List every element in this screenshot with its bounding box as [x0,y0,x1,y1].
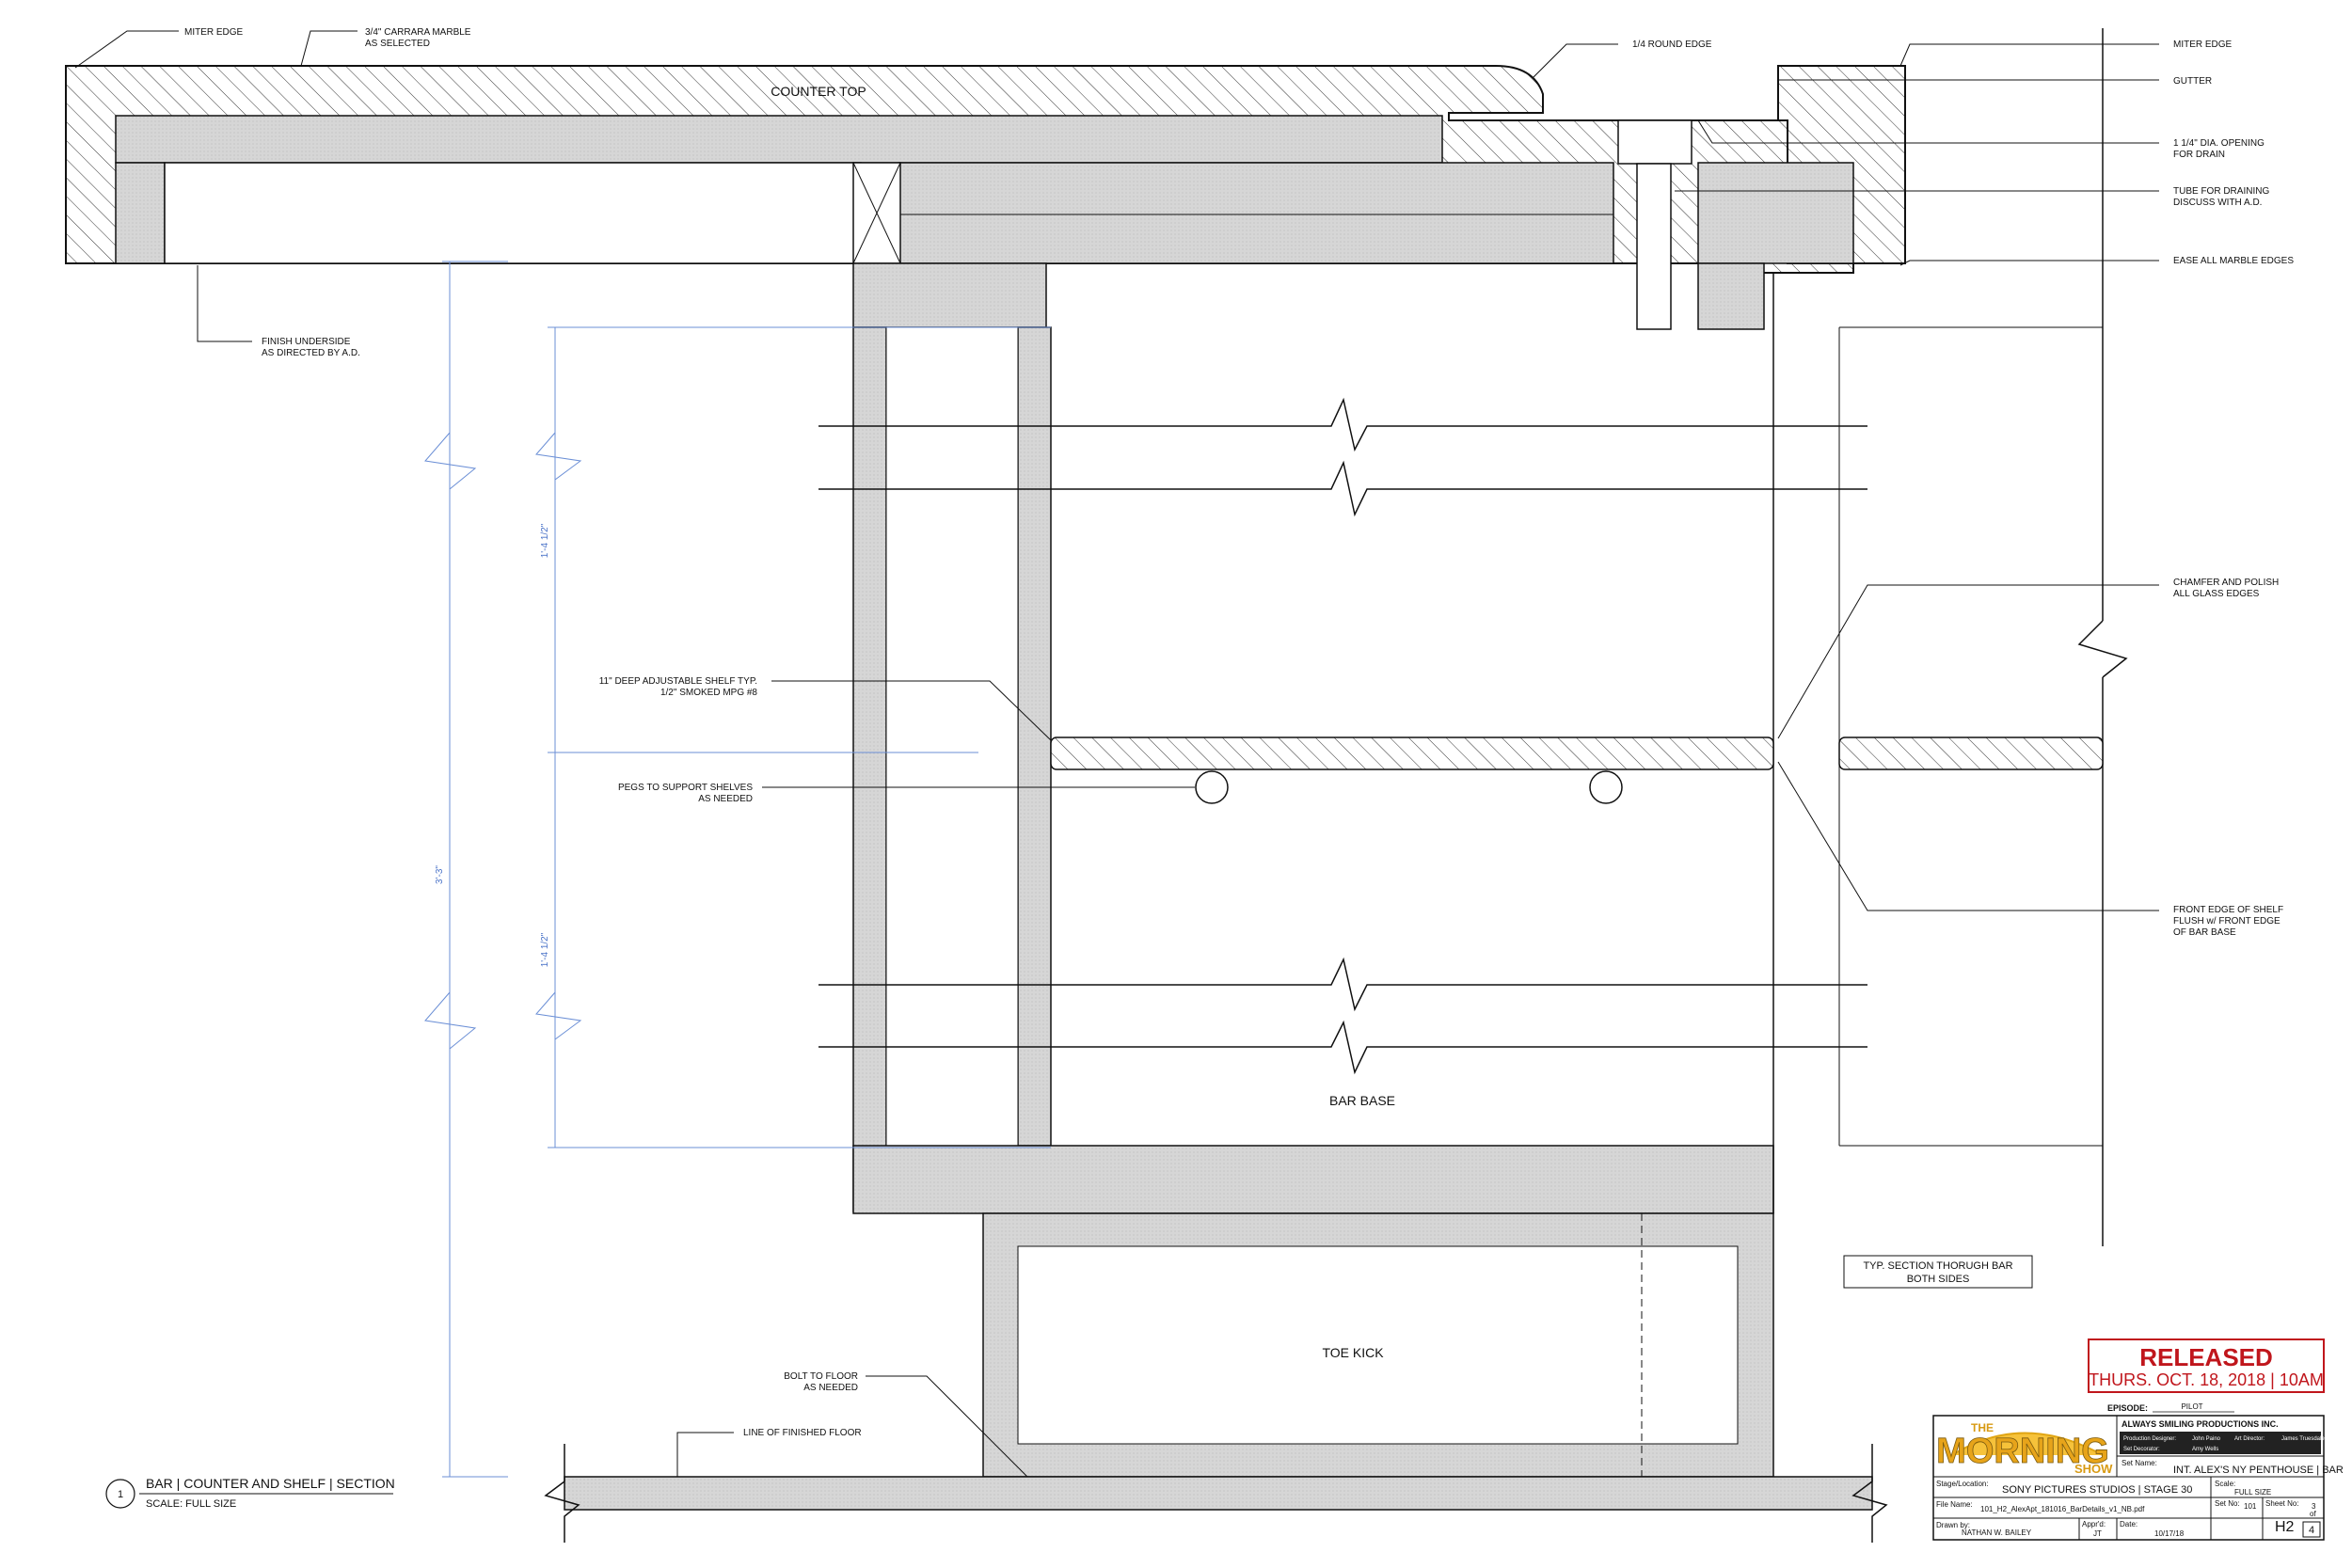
sd-label: Set Decorator: [2123,1447,2160,1452]
callout-chamfer-1: CHAMFER AND POLISH [2173,578,2279,588]
appd-label: Appr'd: [2082,1520,2106,1528]
section-title: BAR | COUNTER AND SHELF | SECTION [146,1476,395,1491]
callout-miter-edge-right: MITER EDGE [2173,40,2233,50]
released-stamp: RELEASED THURS. OCT. 18, 2018 | 10AM [2088,1338,2325,1393]
stage-value: SONY PICTURES STUDIOS | STAGE 30 [2002,1484,2192,1496]
section-scale: SCALE: FULL SIZE [146,1498,236,1510]
drawn-value: NATHAN W. BAILEY [1962,1528,2032,1537]
callout-front-2: FLUSH w/ FRONT EDGE [2173,916,2280,927]
company-name: ALWAYS SMILING PRODUCTIONS INC. [2122,1419,2279,1429]
sd-name: Amy Wells [2192,1447,2218,1452]
callout-tube-1: TUBE FOR DRAINING [2173,186,2269,197]
lower-shelf-dim: 1'-4 1/2" [540,932,550,967]
callout-finish-2: AS DIRECTED BY A.D. [262,348,360,358]
typ-section-note: TYP. SECTION THORUGH BAR BOTH SIDES [1843,1255,2033,1289]
scale-label: Scale: [2215,1480,2235,1488]
sheet-label: Sheet No: [2265,1499,2299,1508]
released-date: THURS. OCT. 18, 2018 | 10AM [2089,1370,2324,1389]
callout-marble-1: 3/4" CARRARA MARBLE [365,27,471,38]
upper-shelf-dim: 1'-4 1/2" [540,523,550,558]
sheet-total: 4 [2309,1525,2314,1536]
episode-value: PILOT [2181,1402,2202,1411]
callout-drain-1: 1 1/4" DIA. OPENING [2173,138,2265,149]
file-value: 101_H2_AlexApt_181016_BarDetails_v1_NB.p… [1980,1505,2145,1513]
glass-shelf [1050,736,2104,804]
section-number: 1 [118,1489,123,1500]
typ-section-line-1: TYP. SECTION THORUGH BAR [1863,1260,2012,1272]
callout-finish-1: FINISH UNDERSIDE [262,337,351,347]
callout-gutter: GUTTER [2173,76,2212,87]
shelf-peg [1589,770,1623,804]
callout-floor-line: LINE OF FINISHED FLOOR [743,1428,862,1438]
logo-show: SHOW [2074,1462,2113,1476]
episode-label: EPISODE: [2107,1403,2148,1413]
scale-value: FULL SIZE [2234,1488,2271,1497]
dimensions [424,261,1051,1478]
drawn-label: Drawn by: [1936,1521,1970,1529]
released-status: RELEASED [2139,1343,2273,1371]
typ-section-line-2: BOTH SIDES [1907,1274,1970,1285]
bar-base-label: BAR BASE [1329,1093,1395,1108]
pd-name: John Paino [2192,1436,2221,1442]
callout-miter-edge-left: MITER EDGE [184,27,244,38]
morning-show-logo: THE MORNING SHOW [1936,1421,2113,1476]
callout-chamfer-2: ALL GLASS EDGES [2173,589,2260,599]
callout-shelf-2: 1/2" SMOKED MPG #8 [660,688,757,698]
break-lines [818,397,1867,1075]
counter-top-label: COUNTER TOP [771,84,866,99]
pd-label: Production Designer: [2123,1436,2176,1442]
callout-front-1: FRONT EDGE OF SHELF [2173,905,2283,915]
counter-top: COUNTER TOP [65,65,1906,330]
callout-tube-2: DISCUSS WITH A.D. [2173,198,2262,208]
file-label: File Name: [1936,1500,1973,1509]
set-name-label: Set Name: [2122,1459,2157,1467]
toe-kick-label: TOE KICK [1322,1345,1384,1360]
title-block: EPISODE: PILOT THE MORNING SHOW ALWAYS S… [1932,1402,2344,1541]
callout-bolt-1: BOLT TO FLOOR [784,1371,858,1382]
callouts: MITER EDGE 3/4" CARRARA MARBLE AS SELECT… [184,27,2294,1438]
callout-marble-2: AS SELECTED [365,39,430,49]
set-name: INT. ALEX'S NY PENTHOUSE | BAR [2173,1465,2344,1476]
sheet-of: of [2310,1510,2316,1518]
floor [544,1444,1888,1543]
callout-front-3: OF BAR BASE [2173,927,2236,938]
section-tag: 1 BAR | COUNTER AND SHELF | SECTION SCAL… [105,1476,395,1510]
callout-ease-edges: EASE ALL MARBLE EDGES [2173,256,2294,266]
callout-pegs-2: AS NEEDED [698,794,753,804]
date-label: Date: [2120,1520,2137,1528]
ad-label: Art Director: [2234,1436,2265,1442]
logo-the: THE [1971,1421,1994,1434]
logo-morning: MORNING [1936,1432,2109,1471]
date-value: 10/17/18 [2154,1529,2185,1538]
appd-value: JT [2093,1529,2102,1538]
sheet-code: H2 [2275,1519,2295,1535]
setno-label: Set No: [2215,1499,2240,1508]
bar-base: BAR BASE [852,28,2128,1246]
stage-label: Stage/Location: [1936,1480,1989,1488]
callout-bolt-2: AS NEEDED [803,1383,858,1393]
ad-name: James Truesdale [2281,1436,2325,1442]
toe-kick: TOE KICK [982,1212,1774,1478]
sheet-no: 3 [2312,1502,2316,1511]
setno-value: 101 [2244,1502,2257,1511]
leaders [74,30,2159,1478]
callout-pegs-1: PEGS TO SUPPORT SHELVES [618,783,753,793]
callout-drain-2: FOR DRAIN [2173,150,2225,160]
callout-shelf-1: 11" DEEP ADJUSTABLE SHELF TYP. [599,676,757,687]
callout-round-edge: 1/4 ROUND EDGE [1632,40,1712,50]
shelf-peg [1195,770,1229,804]
total-height-dim: 3'-3" [435,865,445,884]
